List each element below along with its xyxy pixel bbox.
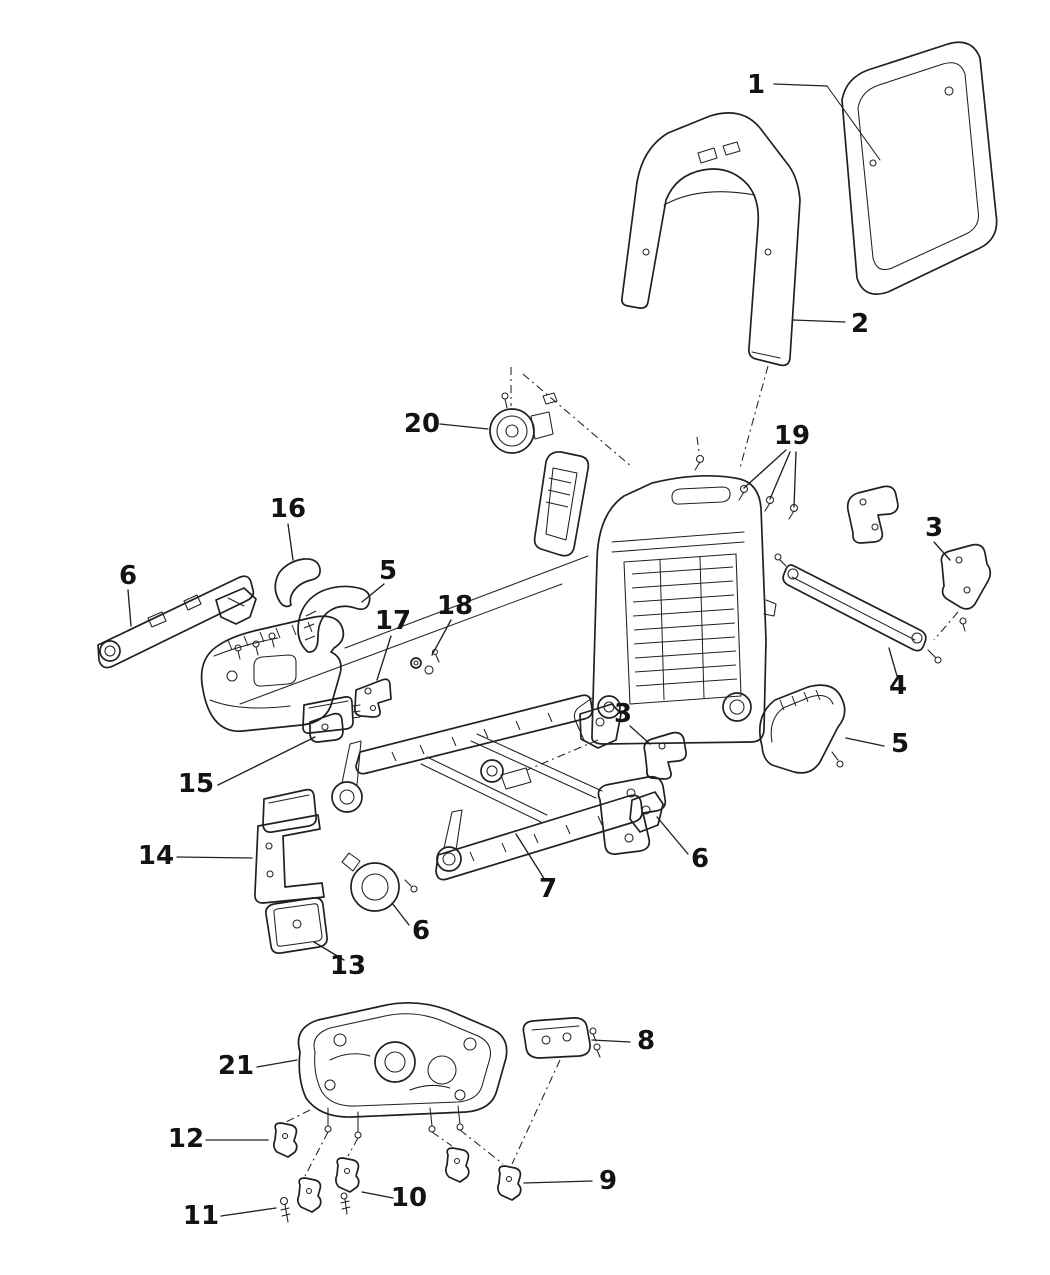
seat-pan-bracket — [522, 1017, 601, 1059]
cross-tube — [774, 553, 942, 664]
callout-8: 8 — [637, 1026, 655, 1056]
retainer-clips-center — [297, 1157, 360, 1215]
module-bracket — [254, 788, 325, 904]
bracket-right — [940, 543, 992, 632]
callout-21: 21 — [218, 1051, 254, 1081]
pivot-cover — [274, 558, 321, 608]
seat-back-frame — [573, 474, 777, 745]
latch-bracket — [354, 678, 392, 718]
control-module — [265, 897, 328, 954]
seat-cushion-pan — [297, 1001, 508, 1139]
washers — [410, 648, 440, 675]
callout-7: 7 — [539, 874, 557, 904]
shield-left-large — [200, 615, 345, 732]
callout-9: 9 — [599, 1166, 617, 1196]
callout-4: 4 — [889, 671, 907, 701]
shield-crescent-left — [297, 585, 371, 653]
callout-10: 10 — [391, 1183, 427, 1213]
callout-3-right: 3 — [925, 513, 943, 543]
callout-5-right: 5 — [891, 729, 909, 759]
callout-13: 13 — [330, 951, 366, 981]
bracket-upper-right — [846, 485, 899, 544]
seat-back-panel — [826, 41, 998, 295]
callout-6-bottom: 6 — [412, 916, 430, 946]
callout-18: 18 — [437, 591, 473, 621]
retainer-clips-right — [445, 1147, 522, 1201]
callout-20: 20 — [404, 409, 440, 439]
bracket-rear-right — [597, 775, 667, 855]
callout-1: 1 — [747, 70, 765, 100]
track-rail-left — [97, 575, 276, 669]
leader-lines — [127, 83, 951, 1217]
seat-back-trim-frame — [621, 112, 801, 367]
side-bolster-panel — [533, 451, 590, 557]
frame-fasteners — [694, 454, 799, 520]
callout-5-left: 5 — [379, 556, 397, 586]
callout-3-center: 3 — [614, 699, 632, 729]
callout-6-left: 6 — [119, 561, 137, 591]
callout-19: 19 — [774, 421, 810, 451]
retainer-clip-left — [273, 1122, 298, 1158]
callout-14: 14 — [138, 841, 174, 871]
assembly-relation-lines — [239, 365, 959, 1177]
callout-16: 16 — [270, 494, 306, 524]
callout-11: 11 — [183, 1201, 219, 1231]
seat-adjuster-assembly — [331, 694, 664, 881]
small-module — [302, 696, 361, 734]
shield-right — [758, 684, 846, 774]
callout-15: 15 — [178, 769, 214, 799]
callout-6-rear: 6 — [691, 844, 709, 874]
callout-labels: 1 2 20 19 16 3 5 6 18 17 4 3 5 15 6 14 7… — [119, 70, 943, 1231]
callout-12: 12 — [168, 1124, 204, 1154]
callout-17: 17 — [375, 606, 411, 636]
screw-11 — [279, 1196, 291, 1223]
blower-motor — [489, 392, 558, 454]
bracket-center — [643, 731, 687, 780]
bezel-grommet — [341, 852, 418, 912]
callout-2: 2 — [851, 309, 869, 339]
